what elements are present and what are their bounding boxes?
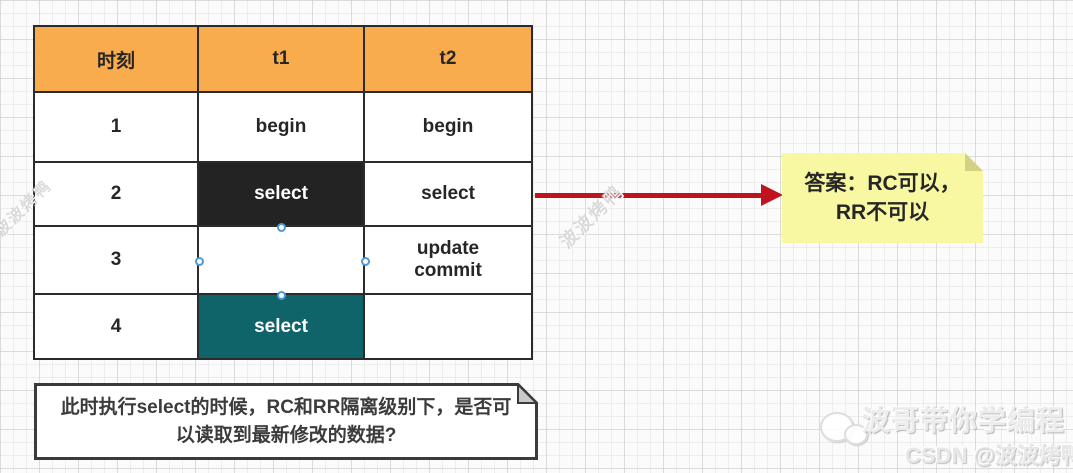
- table-cell-row4-time[interactable]: 4: [35, 295, 199, 358]
- table-cell-row2-t2[interactable]: select: [365, 163, 531, 227]
- watermark-brand-text: 波哥带你学编程: [862, 405, 1066, 436]
- header-cell-t2[interactable]: t2: [365, 27, 531, 93]
- table-cell-row3-t1-selected-empty[interactable]: [199, 227, 365, 295]
- connector-arrow-head-icon: [761, 184, 783, 206]
- question-note[interactable]: 此时执行select的时候，RC和RR隔离级别下，是否可 以读取到最新修改的数据…: [34, 383, 538, 460]
- table-cell-row4-t1-highlighted[interactable]: select: [199, 295, 365, 358]
- question-note-line2: 以读取到最新修改的数据?: [175, 424, 397, 446]
- table-cell-row3-t2[interactable]: update commit: [365, 227, 531, 295]
- wechat-bubbles-icon: [820, 408, 868, 448]
- watermark-csdn-text: CSDN @波波烤鸭: [905, 443, 1073, 468]
- selection-handle-right[interactable]: [360, 256, 370, 266]
- connector-arrow-line[interactable]: [535, 193, 763, 198]
- selection-handle-left[interactable]: [194, 256, 204, 266]
- selection-handle-top[interactable]: [277, 222, 286, 232]
- table-cell-row2-t1-highlighted[interactable]: select: [199, 163, 365, 227]
- header-cell-time[interactable]: 时刻: [35, 27, 199, 93]
- answer-note-line1: 答案：RC可以，: [804, 171, 961, 195]
- answer-note-line2: RR不可以: [835, 201, 930, 224]
- table-cell-row3-time[interactable]: 3: [35, 227, 199, 295]
- table-cell-row1-time[interactable]: 1: [35, 93, 199, 163]
- table-cell-row2-time[interactable]: 2: [35, 163, 199, 227]
- question-note-text: 此时执行select的时候，RC和RR隔离级别下，是否可 以读取到最新修改的数据…: [34, 383, 538, 460]
- table-cell-row1-t2[interactable]: begin: [365, 93, 531, 163]
- speech-bubble-small-icon: [844, 424, 868, 445]
- table-cell-row4-t2[interactable]: [365, 295, 531, 358]
- transaction-timeline-table: 时刻 t1 t2 1 begin begin 2 select select 3…: [33, 25, 533, 360]
- watermark-diagonal-mid: 波波烤鸭: [556, 181, 628, 253]
- question-note-line1: 此时执行select的时候，RC和RR隔离级别下，是否可: [60, 396, 512, 418]
- table-cell-row1-t1[interactable]: begin: [199, 93, 365, 163]
- question-note-shape-icon: [34, 383, 538, 460]
- header-cell-t1[interactable]: t1: [199, 27, 365, 93]
- answer-note-fold-corner-icon: [965, 153, 983, 171]
- selection-handle-bottom[interactable]: [277, 290, 286, 300]
- answer-sticky-note[interactable]: 答案：RC可以， RR不可以: [782, 153, 983, 243]
